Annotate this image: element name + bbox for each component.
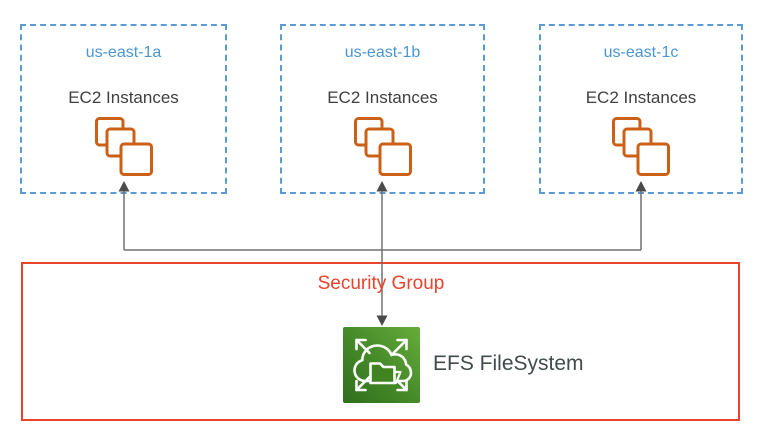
ec2-instances-icon	[353, 117, 412, 176]
efs-filesystem-label: EFS FileSystem	[433, 352, 584, 375]
security-group-label: Security Group	[317, 273, 445, 294]
expand-arrow-bottom-left	[355, 375, 371, 392]
az-box-us-east-1a: us-east-1a EC2 Instances	[20, 24, 227, 194]
ec2-instances-icon	[94, 117, 153, 176]
az-box-us-east-1c: us-east-1c EC2 Instances	[539, 24, 743, 194]
expand-arrow-top-left	[355, 338, 371, 355]
ec2-instances-icon	[612, 117, 670, 176]
ec2-instances-label: EC2 Instances	[327, 88, 438, 107]
expand-arrow-top-right	[392, 338, 408, 355]
cloud-outline	[353, 344, 413, 383]
az-title: us-east-1c	[603, 44, 679, 61]
security-group-boundary	[21, 262, 740, 421]
az-title: us-east-1b	[344, 44, 421, 61]
ec2-instances-label: EC2 Instances	[585, 88, 697, 107]
az-box-us-east-1b: us-east-1b EC2 Instances	[280, 24, 485, 194]
folder-body	[369, 362, 396, 385]
efs-filesystem-icon	[343, 327, 420, 403]
ec2-instances-label: EC2 Instances	[68, 88, 179, 107]
az-title: us-east-1a	[85, 44, 162, 61]
